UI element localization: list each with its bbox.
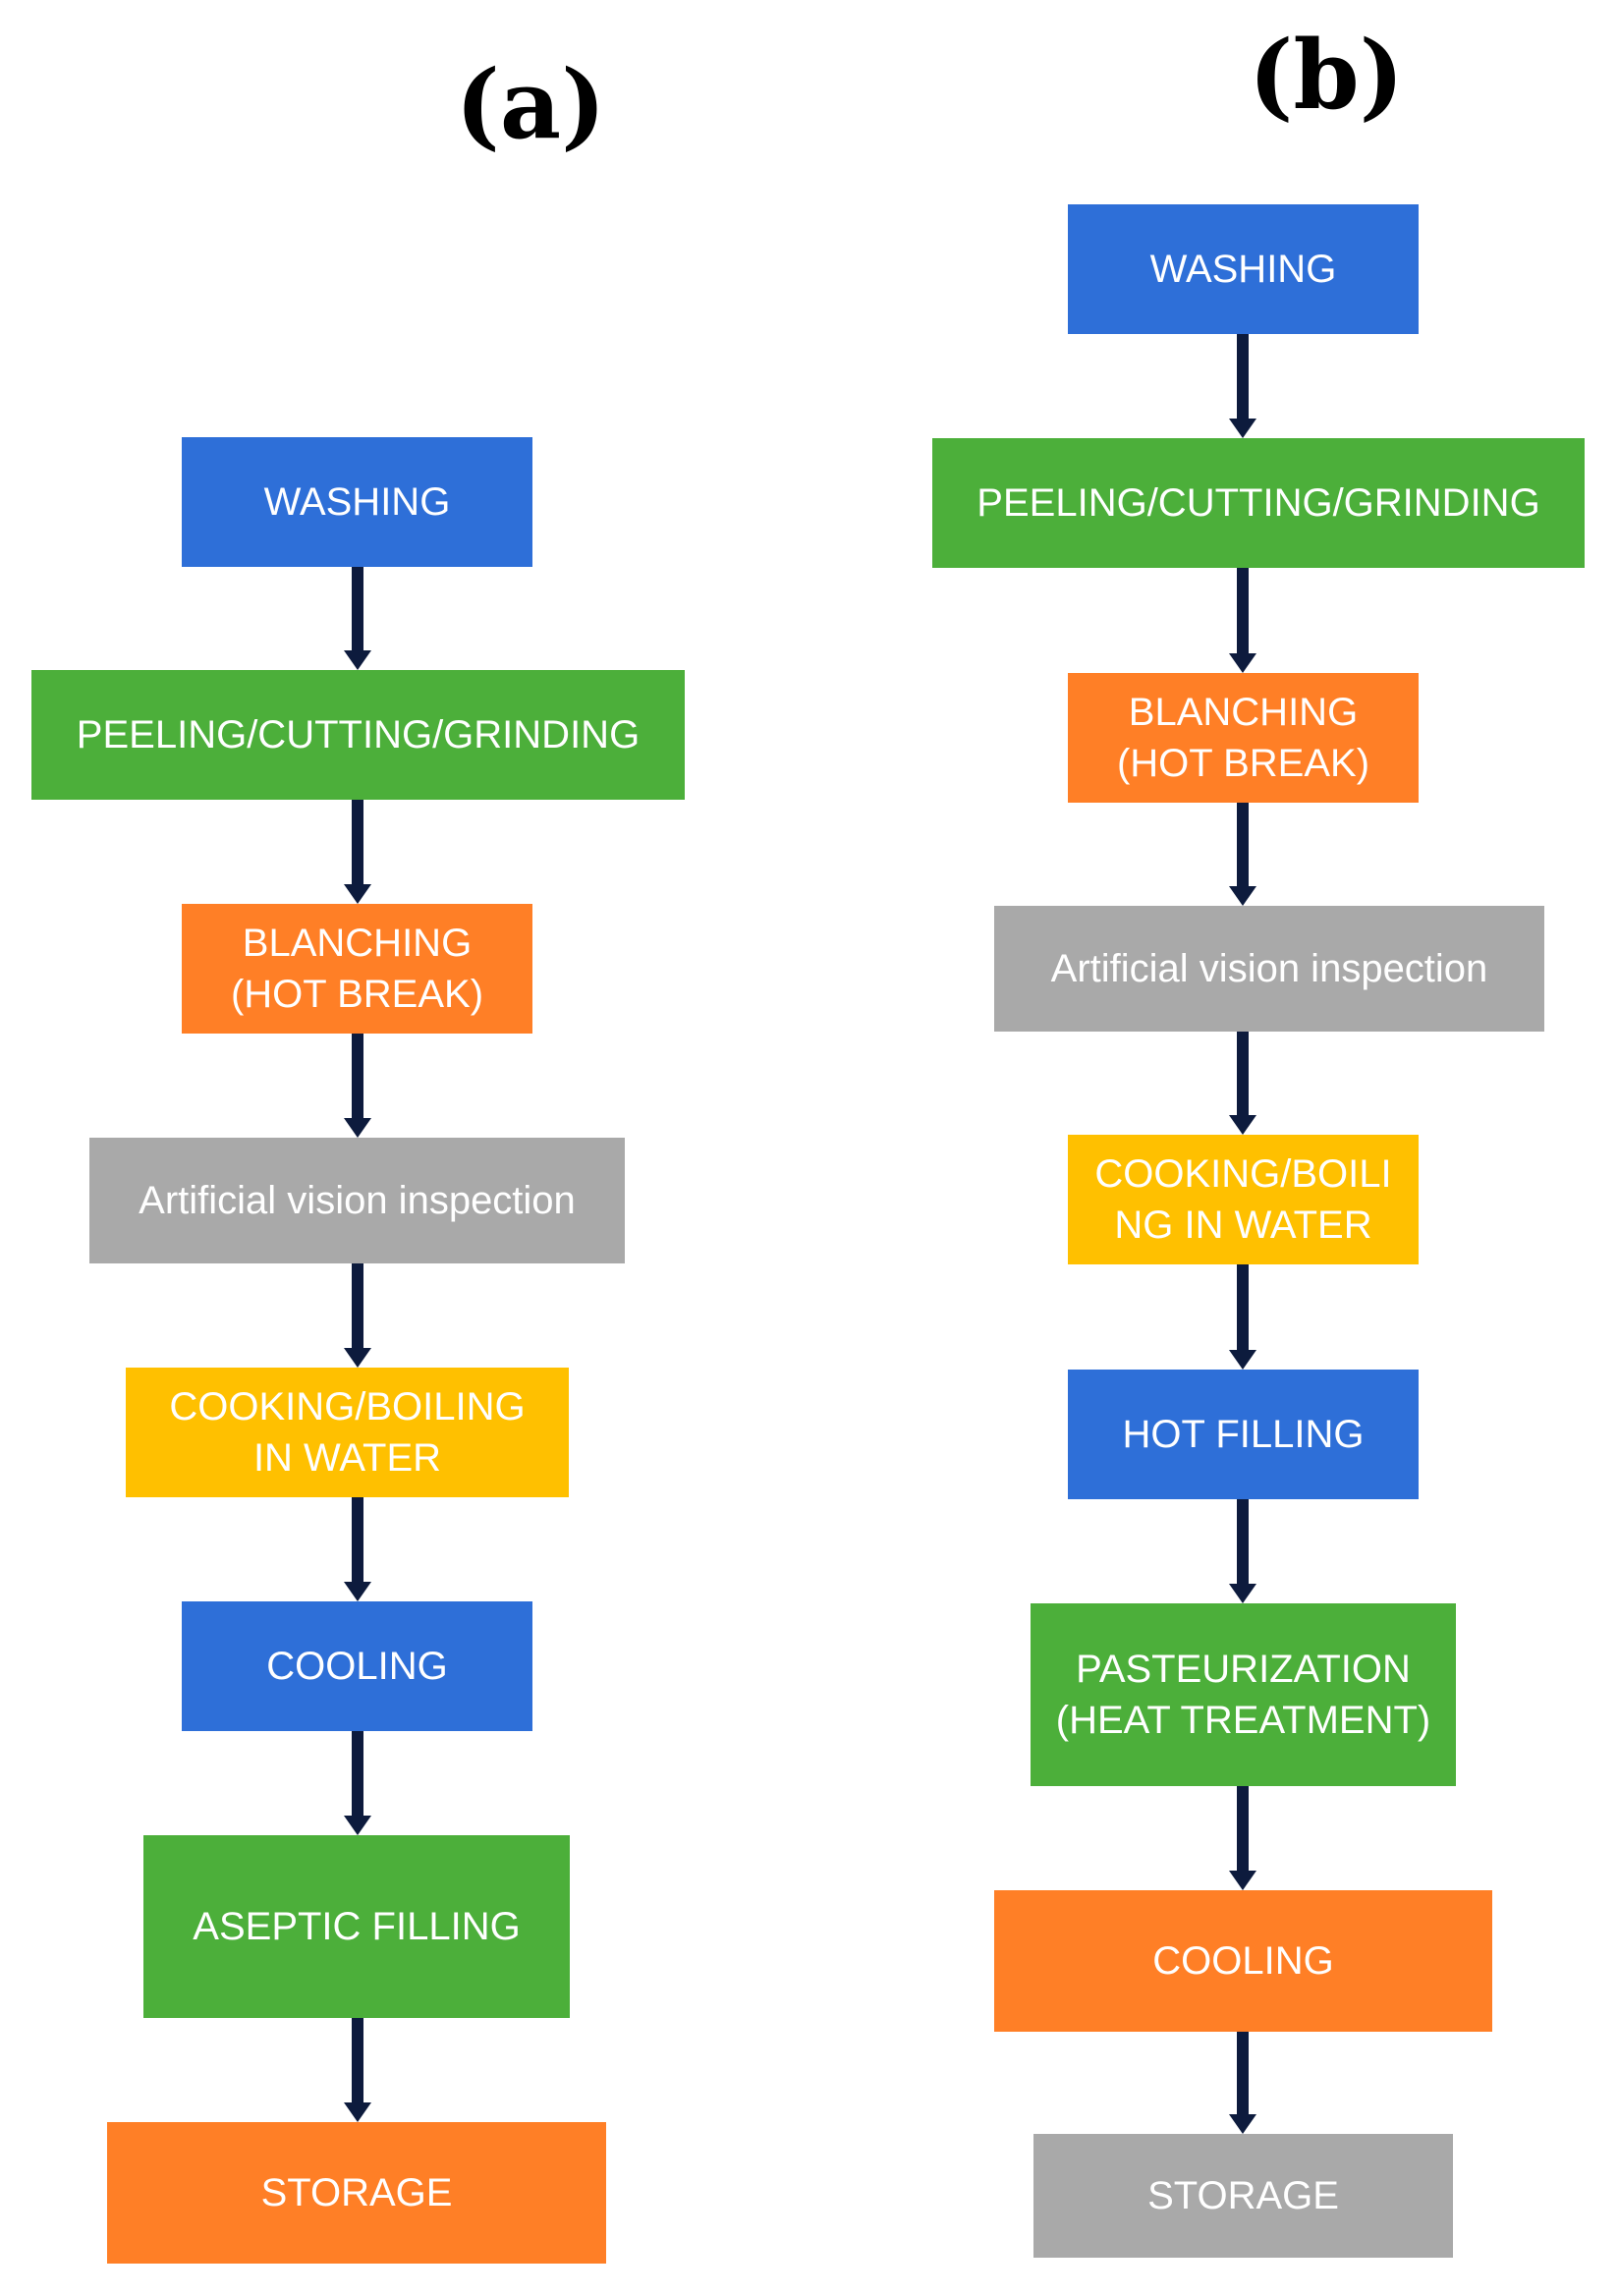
arrow-a-3 xyxy=(344,1034,371,1138)
arrow-a-2 xyxy=(344,800,371,904)
panel-label-a: (a) xyxy=(455,49,606,160)
step-b-pasteurization: PASTEURIZATION (HEAT TREATMENT) xyxy=(1031,1603,1456,1786)
arrow-b-4 xyxy=(1229,1032,1256,1135)
step-b-cooking-boiling: COOKING/BOILI NG IN WATER xyxy=(1068,1135,1419,1264)
step-b-artificial-vision-inspection: Artificial vision inspection xyxy=(994,906,1544,1032)
arrow-b-7 xyxy=(1229,1786,1256,1890)
arrow-b-2 xyxy=(1229,568,1256,673)
step-b-cooling: COOLING xyxy=(994,1890,1492,2032)
arrow-b-6 xyxy=(1229,1499,1256,1603)
step-a-artificial-vision-inspection: Artificial vision inspection xyxy=(89,1138,625,1263)
arrow-b-5 xyxy=(1229,1264,1256,1370)
step-a-washing: WASHING xyxy=(182,437,532,567)
arrow-b-3 xyxy=(1229,803,1256,906)
arrow-b-1 xyxy=(1229,334,1256,438)
step-a-storage: STORAGE xyxy=(107,2122,606,2264)
step-b-blanching: BLANCHING (HOT BREAK) xyxy=(1068,673,1419,803)
step-a-aseptic-filling: ASEPTIC FILLING xyxy=(143,1835,570,2018)
step-a-blanching: BLANCHING (HOT BREAK) xyxy=(182,904,532,1034)
step-a-peeling-cutting-grinding: PEELING/CUTTING/GRINDING xyxy=(31,670,685,800)
arrow-a-5 xyxy=(344,1497,371,1601)
step-b-storage: STORAGE xyxy=(1033,2134,1453,2258)
step-b-peeling-cutting-grinding: PEELING/CUTTING/GRINDING xyxy=(932,438,1585,568)
arrow-a-4 xyxy=(344,1263,371,1368)
arrow-a-1 xyxy=(344,567,371,670)
step-b-washing: WASHING xyxy=(1068,204,1419,334)
step-b-hot-filling: HOT FILLING xyxy=(1068,1370,1419,1499)
arrow-b-8 xyxy=(1229,2032,1256,2134)
arrow-a-7 xyxy=(344,2018,371,2122)
step-a-cooling: COOLING xyxy=(182,1601,532,1731)
arrow-a-6 xyxy=(344,1731,371,1835)
panel-label-b: (b) xyxy=(1249,20,1404,131)
step-a-cooking-boiling: COOKING/BOILING IN WATER xyxy=(126,1368,569,1497)
